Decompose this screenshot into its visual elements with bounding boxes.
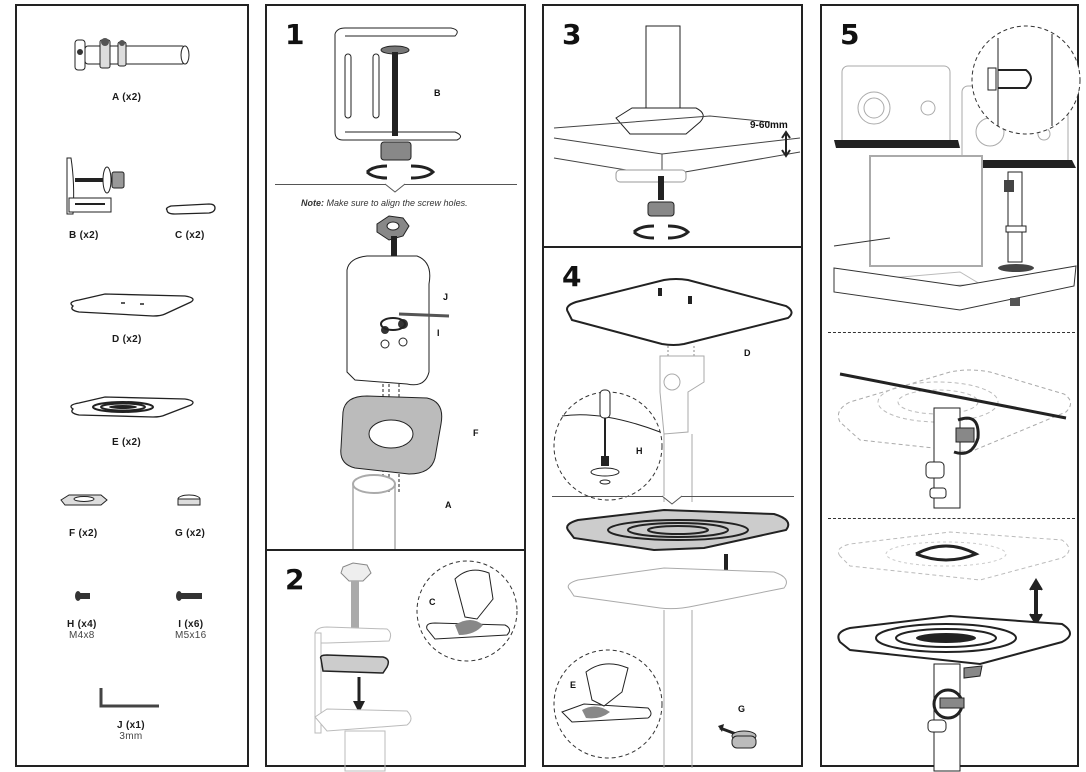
part-b-clamp-illustration	[66, 157, 125, 215]
part-h-label: H (x4) M4x8	[67, 619, 97, 641]
step-5-panel: 5	[820, 4, 1081, 772]
step-5-divider-1	[828, 332, 1075, 333]
part-a-label: A (x2)	[112, 92, 142, 103]
step-5-tilt-illustration	[837, 369, 1071, 509]
part-i-screw-illustration	[176, 591, 202, 601]
parts-list-panel: A (x2) B (x2) C (x2) D (x2) E (x2) F (x2…	[15, 4, 249, 767]
step-1-callout-b: B	[434, 88, 441, 98]
step-4-clip-illustration	[718, 724, 757, 749]
part-j-spec: 3mm	[119, 731, 143, 742]
step-1-callout-i: I	[437, 328, 440, 338]
part-h-screw-illustration	[75, 591, 90, 601]
step-1-clamp-illustration	[334, 27, 461, 180]
step-4-detail-circle-e	[553, 649, 663, 759]
step-1-callout-a: A	[445, 500, 452, 510]
step-1-number: 1	[285, 18, 305, 51]
step-4-callout-h: H	[636, 446, 643, 456]
step-4-callout-e: E	[570, 680, 577, 690]
step-3-number: 3	[562, 18, 582, 51]
step-5-divider-2	[828, 518, 1075, 519]
part-g-clip-illustration	[177, 494, 201, 506]
part-d-plate-illustration	[70, 293, 194, 317]
step-4-number: 4	[562, 260, 582, 293]
part-g-label: G (x2)	[175, 528, 206, 539]
step-1-note-label: Note:	[301, 198, 324, 208]
step-4-callout-d: D	[744, 348, 751, 358]
step-3-dimension-label: 9-60mm	[750, 120, 788, 131]
part-d-label: D (x2)	[112, 334, 142, 345]
part-f-flange-illustration	[60, 494, 108, 506]
step-4-detail-circle	[553, 389, 663, 501]
step-4-divider-chevron	[661, 495, 683, 505]
step-2-clamp-illustration	[314, 562, 412, 772]
step-4-plate-illustration	[566, 278, 793, 502]
step-1-divider-chevron	[384, 183, 406, 193]
step-3-panel: 3 9-60mm	[542, 4, 803, 248]
part-j-count: J (x1)	[117, 720, 145, 731]
step-2-panel: 2 C	[265, 549, 526, 772]
part-f-label: F (x2)	[69, 528, 98, 539]
step-1-panel: 1 B Note: Make sure to align the screw h…	[265, 4, 526, 555]
part-h-spec: M4x8	[68, 630, 95, 641]
part-i-label: I (x6) M5x16	[175, 619, 207, 641]
part-c-label: C (x2)	[175, 230, 205, 241]
part-a-pole-illustration	[74, 38, 190, 71]
part-j-label: J (x1) 3mm	[117, 720, 145, 742]
step-1-exploded-illustration	[340, 215, 450, 555]
step-4-mat-illustration	[566, 508, 790, 768]
step-2-callout-c: C	[429, 597, 436, 607]
step-2-detail-circle	[416, 560, 518, 662]
step-5-desk-setup-illustration	[833, 25, 1081, 311]
step-1-note-text: Make sure to align the screw holes.	[324, 198, 468, 208]
part-e-mat-illustration	[70, 396, 194, 418]
step-1-note: Note: Make sure to align the screw holes…	[301, 198, 468, 208]
step-5-height-rotate-illustration	[837, 531, 1071, 772]
step-2-number: 2	[285, 563, 305, 596]
step-4-callout-g: G	[738, 704, 746, 714]
step-4-panel: 4 D H E	[542, 246, 803, 768]
part-i-spec: M5x16	[175, 630, 207, 641]
part-h-count: H (x4)	[67, 619, 97, 630]
part-e-label: E (x2)	[112, 437, 142, 448]
step-5-number: 5	[840, 18, 860, 51]
step-3-desk-illustration	[553, 25, 801, 240]
part-i-count: I (x6)	[178, 619, 204, 630]
step-1-callout-j: J	[443, 292, 449, 302]
part-j-hexkey-illustration	[99, 688, 159, 708]
part-c-pad-illustration	[165, 203, 216, 215]
part-b-label: B (x2)	[69, 230, 99, 241]
step-1-callout-f: F	[473, 428, 479, 438]
